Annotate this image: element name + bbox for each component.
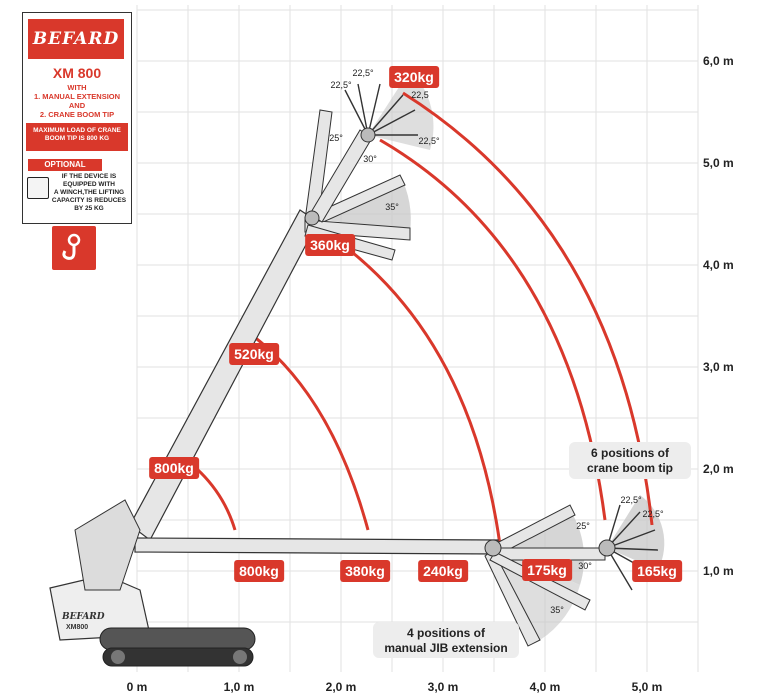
capacity-165: 165kg (632, 560, 682, 582)
angle-label: 22,5 (411, 90, 429, 100)
jib-positions-note: 4 positions of manual JIB extension (373, 622, 519, 658)
tip-joint (598, 539, 616, 557)
optional-text: IF THE DEVICE IS EQUIPPED WITH A WINCH,T… (51, 173, 127, 212)
x-tick: 4,0 m (529, 680, 561, 694)
x-tick: 0 m (126, 680, 148, 694)
boom-tip-fan-top (344, 83, 418, 136)
optional-label: OPTIONAL (28, 159, 102, 171)
x-tick: 5,0 m (631, 680, 663, 694)
capacity-320: 320kg (389, 66, 439, 88)
boom-tip-positions-note: 6 positions of crane boom tip (569, 442, 691, 479)
jib-joint (484, 539, 502, 557)
angle-label: 30° (578, 561, 592, 571)
x-tick: 3,0 m (427, 680, 459, 694)
angle-label: 22,5° (418, 136, 440, 146)
boom-joint-mid (304, 210, 320, 226)
spec-panel: BEFARD XM 800 WITH 1. MANUAL EXTENSION A… (22, 12, 132, 224)
angle-label: 25° (576, 521, 590, 531)
machine-brand-label: BEFARD (62, 612, 105, 622)
machine-model-label: XM800 (66, 624, 89, 631)
y-tick: 5,0 m (703, 156, 734, 170)
capacity-800-base: 800kg (234, 560, 284, 582)
hook-icon (52, 226, 96, 270)
winch-icon (27, 177, 49, 199)
y-tick: 4,0 m (703, 258, 734, 272)
y-tick: 1,0 m (703, 564, 734, 578)
capacity-360: 360kg (305, 234, 355, 256)
y-tick: 2,0 m (703, 462, 734, 476)
angle-label: 25° (329, 133, 343, 143)
y-tick: 3,0 m (703, 360, 734, 374)
boom-joint-top (360, 127, 376, 143)
capacity-240: 240kg (418, 560, 468, 582)
angle-label: 30° (363, 154, 377, 164)
max-load-banner: MAXIMUM LOAD OF CRANE BOOM TIP IS 800 KG (26, 123, 128, 151)
angle-label: 22,5° (642, 509, 664, 519)
angle-label: 35° (385, 202, 399, 212)
capacity-380: 380kg (340, 560, 390, 582)
lower-jib-fan (484, 504, 606, 647)
capacity-520: 520kg (229, 343, 279, 365)
capacity-175: 175kg (522, 559, 572, 581)
feature-list: WITH 1. MANUAL EXTENSION AND 2. CRANE BO… (33, 83, 121, 119)
angle-label: 22,5° (620, 495, 642, 505)
angle-label: 22,5° (352, 68, 374, 78)
brand-logo: BEFARD (28, 19, 124, 59)
y-tick: 6,0 m (703, 54, 734, 68)
model-name: XM 800 (52, 65, 102, 81)
crane-machine (49, 499, 256, 667)
x-tick: 2,0 m (325, 680, 357, 694)
x-tick: 1,0 m (223, 680, 255, 694)
capacity-800-boom: 800kg (149, 457, 199, 479)
angle-label: 22,5° (330, 80, 352, 90)
upper-jib-fan (304, 109, 411, 261)
angle-label: 35° (550, 605, 564, 615)
